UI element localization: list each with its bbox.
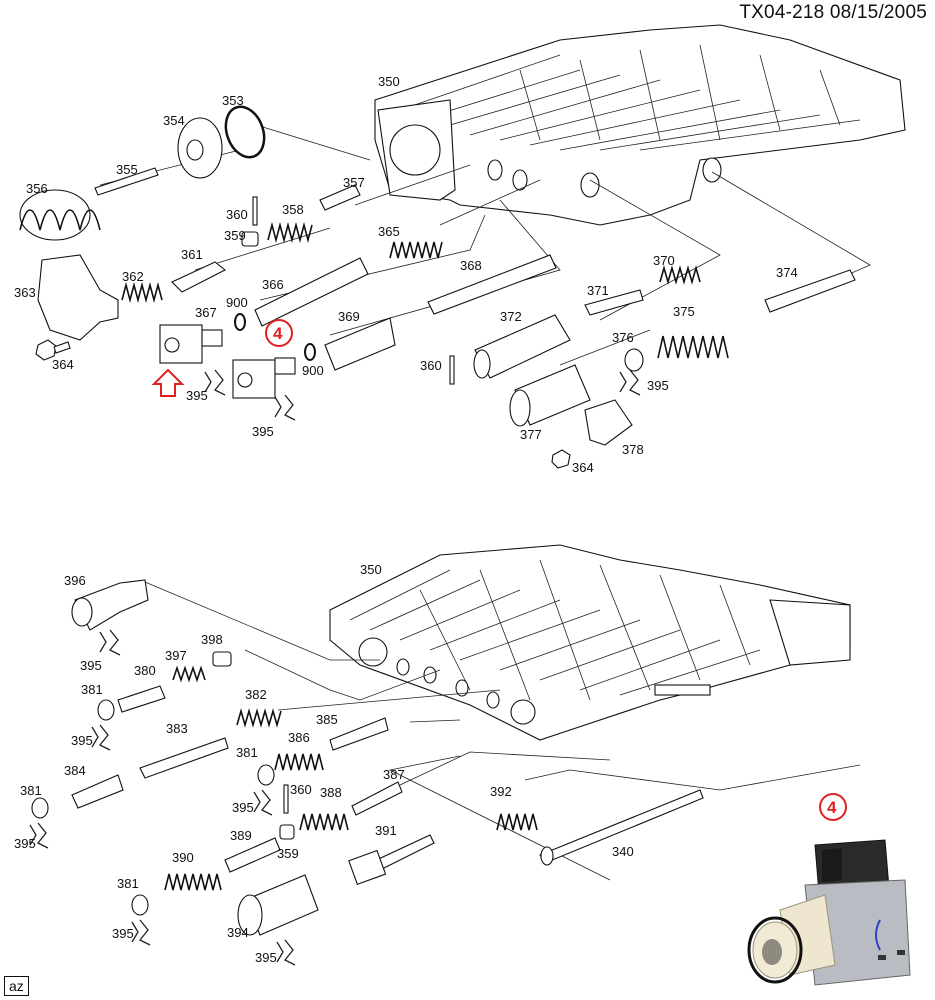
callout-number: 4	[827, 798, 837, 817]
part-label: 395	[71, 733, 93, 748]
part-label: 381	[236, 745, 258, 760]
part-label: 387	[383, 767, 405, 782]
part-label: 356	[26, 181, 48, 196]
part-label: 395	[232, 800, 254, 815]
callout-circle	[819, 793, 847, 821]
part-label: 372	[500, 309, 522, 324]
part-label: 362	[122, 269, 144, 284]
part-label: 354	[163, 113, 185, 128]
parts-bottom	[29, 579, 704, 966]
part-label: 360	[290, 782, 312, 797]
document-id: TX04-218 08/15/2005	[739, 2, 927, 23]
part-label: 386	[288, 730, 310, 745]
part-label: 359	[277, 846, 299, 861]
part-label: 340	[612, 844, 634, 859]
part-label: 383	[166, 721, 188, 736]
part-label: 390	[172, 850, 194, 865]
callout-number: 4	[273, 324, 283, 343]
part-label: 395	[255, 950, 277, 965]
part-label: 369	[338, 309, 360, 324]
callout-top: 4	[151, 319, 293, 397]
part-label: 358	[282, 202, 304, 217]
callout-circle	[265, 319, 293, 347]
arrow-up-icon	[151, 368, 185, 397]
part-label: 395	[14, 836, 36, 851]
part-label: 395	[112, 926, 134, 941]
part-label: 359	[224, 228, 246, 243]
part-label: 381	[117, 876, 139, 891]
part-label: 395	[252, 424, 274, 439]
part-label: 368	[460, 258, 482, 273]
part-label: 391	[375, 823, 397, 838]
part-label: 395	[647, 378, 669, 393]
part-label: 361	[181, 247, 203, 262]
part-label: 365	[378, 224, 400, 239]
part-label: 396	[64, 573, 86, 588]
part-label: 360	[226, 207, 248, 222]
valve-body-bottom	[329, 544, 851, 741]
part-label: 371	[587, 283, 609, 298]
leader-lines-top	[99, 119, 871, 366]
part-label: 376	[612, 330, 634, 345]
part-label: 377	[520, 427, 542, 442]
part-label: 366	[262, 277, 284, 292]
part-label: 350	[360, 562, 382, 577]
part-label: 357	[343, 175, 365, 190]
part-label: 363	[14, 285, 36, 300]
part-label: 385	[316, 712, 338, 727]
part-label: 350	[378, 74, 400, 89]
part-label: 900	[302, 363, 324, 378]
leader-lines-bottom	[144, 581, 861, 881]
part-label: 381	[20, 783, 42, 798]
part-label: 375	[673, 304, 695, 319]
valve-body-top	[374, 24, 906, 226]
part-label: 353	[222, 93, 244, 108]
part-label: 381	[81, 682, 103, 697]
part-labels-bottom: 350 396 395 397 398 380 381 395 382 383 …	[14, 562, 634, 965]
part-label: 374	[776, 265, 798, 280]
part-label: 398	[201, 632, 223, 647]
part-label: 355	[116, 162, 138, 177]
part-label: 370	[653, 253, 675, 268]
part-label: 388	[320, 785, 342, 800]
footer-tag: az	[4, 976, 29, 996]
part-label: 392	[490, 784, 512, 799]
part-label: 360	[420, 358, 442, 373]
solenoid-photo: 4	[747, 793, 911, 986]
part-label: 395	[186, 388, 208, 403]
part-label: 395	[80, 658, 102, 673]
part-label: 389	[230, 828, 252, 843]
part-label: 378	[622, 442, 644, 457]
part-label: 900	[226, 295, 248, 310]
parts-top	[19, 105, 856, 469]
part-label: 364	[52, 357, 74, 372]
part-label: 382	[245, 687, 267, 702]
part-label: 397	[165, 648, 187, 663]
part-label: 380	[134, 663, 156, 678]
part-label: 367	[195, 305, 217, 320]
part-label: 384	[64, 763, 86, 778]
part-label: 364	[572, 460, 594, 475]
part-labels-top: 350 353 354 355 356 357 358 359 360 361 …	[14, 74, 798, 475]
part-label: 394	[227, 925, 249, 940]
